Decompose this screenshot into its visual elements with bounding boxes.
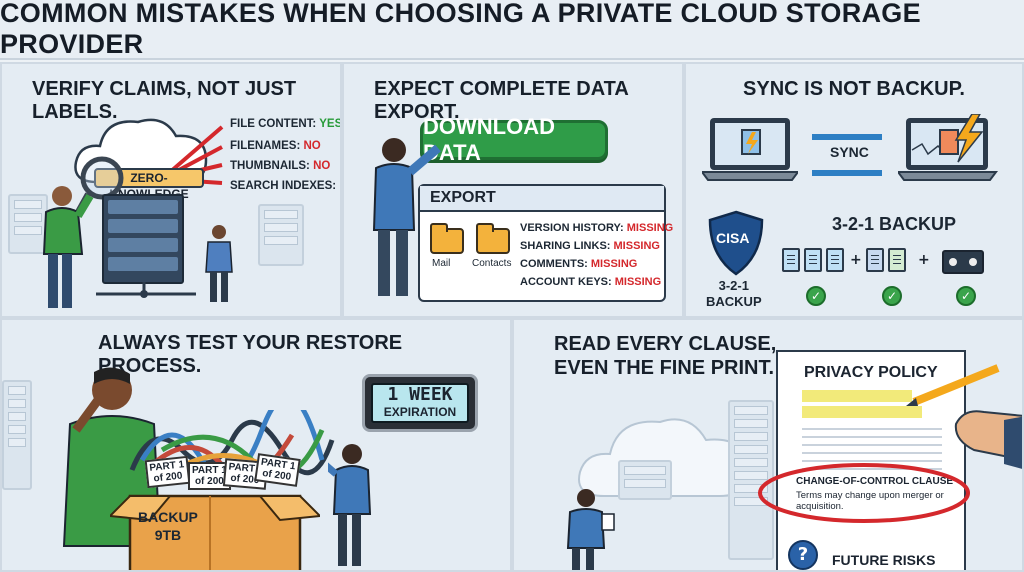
background-server-icon	[8, 194, 48, 254]
export-item: ACCOUNT KEYS: MISSING	[520, 276, 662, 288]
tape-cassette-icon	[942, 250, 984, 274]
claim-item: SEARCH INDEXES: NO	[230, 180, 340, 192]
background-server-icon	[618, 460, 672, 500]
panel-test-restore: ALWAYS TEST YOUR RESTORE PROCESS. 1 WEEK…	[0, 318, 512, 572]
network-lines-icon	[96, 282, 196, 298]
cisa-shield-icon	[708, 210, 764, 276]
panel-heading: EXPECT COMPLETE DATA EXPORT.	[374, 78, 629, 123]
claim-item: FILENAMES: NO	[230, 140, 321, 152]
panel-verify-claims: VERIFY CLAIMS, NOT JUST LABELS. ZERO-KNO…	[0, 62, 342, 318]
person-reading-icon	[566, 489, 615, 570]
question-icon: ?	[788, 540, 818, 570]
highlight-line	[802, 406, 922, 418]
cloud-icon	[74, 118, 208, 184]
media-file-icon	[866, 248, 884, 272]
highlight-line	[802, 390, 912, 402]
panel-data-export: EXPECT COMPLETE DATA EXPORT. DOWNLOAD DA…	[342, 62, 684, 318]
document-icon	[782, 248, 800, 272]
sync-arrow-right	[812, 134, 882, 140]
panel-heading: VERIFY CLAIMS, NOT JUST LABELS.	[32, 78, 297, 123]
hand-with-pen-icon	[906, 364, 1022, 469]
future-risks-label: FUTURE RISKS	[832, 552, 936, 568]
panel-heading: SYNC IS NOT BACKUP.	[743, 78, 965, 100]
checkmark-icon: ✓	[806, 286, 826, 306]
cardboard-box-icon	[110, 494, 320, 570]
checkmark-icon: ✓	[882, 286, 902, 306]
export-item: SHARING LINKS: MISSING	[520, 240, 660, 252]
laptop-icon	[702, 118, 798, 181]
clock-value: 1 WEEK	[387, 384, 453, 405]
shield-caption: 3-2-1 BACKUP	[706, 278, 762, 309]
page-title: COMMON MISTAKES WHEN CHOOSING A PRIVATE …	[0, 0, 1024, 60]
folder-icon	[476, 223, 510, 254]
background-server-icon	[258, 204, 304, 266]
image-file-icon	[888, 248, 906, 272]
document-title: PRIVACY POLICY	[804, 364, 938, 381]
download-data-button[interactable]: DOWNLOAD DATA	[420, 114, 608, 165]
sync-arrow-left	[812, 170, 882, 176]
export-item: VERSION HISTORY: MISSING	[520, 222, 674, 234]
export-panel: EXPORT Mail Contacts VERSION HISTORY: MI…	[418, 184, 673, 302]
backup-title: 3-2-1 BACKUP	[832, 214, 957, 234]
export-title: EXPORT	[420, 186, 664, 212]
folder-label: Contacts	[472, 258, 512, 269]
export-item: COMMENTS: MISSING	[520, 258, 638, 270]
claim-item: FILE CONTENT: YES	[230, 118, 342, 130]
privacy-policy-document: PRIVACY POLICY CHANGE-OF-CONTROL CLAUSE …	[776, 350, 966, 570]
panel-read-clauses: READ EVERY CLAUSE, EVEN THE FINE PRINT. …	[512, 318, 1024, 572]
checkmark-icon: ✓	[956, 286, 976, 306]
clause-title: CHANGE-OF-CONTROL CLAUSE	[796, 476, 954, 487]
person-pointing-icon	[372, 138, 441, 296]
plus-sign: +	[918, 252, 930, 268]
claim-item: THUMBNAILS: NO	[230, 160, 331, 172]
panel-heading: READ EVERY CLAUSE, EVEN THE FINE PRINT.	[554, 333, 777, 379]
person-tablet-icon	[205, 225, 233, 302]
person-standing-icon	[328, 444, 372, 566]
red-circle-annotation	[758, 463, 970, 523]
document-icon	[826, 248, 844, 272]
folder-label: Mail	[432, 258, 451, 269]
background-server-icon	[2, 380, 32, 490]
person-green-shirt-icon	[42, 186, 94, 308]
laptop-damaged-icon	[898, 114, 998, 181]
plus-sign: +	[850, 252, 862, 268]
digital-clock-icon: 1 WEEK EXPIRATION	[362, 374, 478, 432]
server-rack-icon	[102, 194, 184, 284]
box-label: BACKUP 9TB	[138, 509, 198, 543]
document-icon	[804, 248, 822, 272]
panel-heading: ALWAYS TEST YOUR RESTORE PROCESS.	[98, 332, 403, 377]
cisa-label: CISA	[716, 230, 750, 246]
sync-label: SYNC	[830, 144, 869, 160]
clause-text: Terms may change upon merger or acquisit…	[796, 490, 944, 512]
folder-icon	[430, 223, 464, 254]
clock-caption: EXPIRATION	[383, 405, 457, 419]
panel-sync-not-backup: SYNC IS NOT BACKUP. SYNC CISA 3-2-1 BACK…	[684, 62, 1024, 318]
